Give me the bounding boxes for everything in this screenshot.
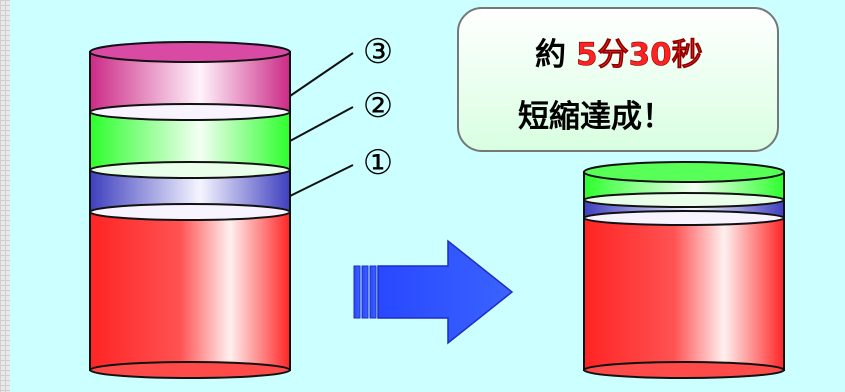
label-three: ③ — [363, 32, 393, 72]
callout-line1-highlight: 5分30秒 — [576, 37, 703, 73]
callout-line1-prefix: 約 — [535, 37, 566, 73]
left-green-section — [89, 111, 291, 179]
left-red-section — [89, 211, 291, 379]
left-pink-section — [89, 41, 291, 121]
time-reduction-callout: 約 5分30秒 短縮達成！ — [457, 7, 779, 152]
comparison-diagram: ③ ② ① 約 5分30秒 短縮達成！ — [89, 7, 785, 379]
leader-line-three — [289, 52, 354, 97]
callout-line2: 短縮達成！ — [518, 99, 673, 135]
leader-line-one — [289, 164, 354, 197]
left-cylinder — [89, 41, 291, 379]
right-arrow-icon — [353, 239, 514, 345]
leader-lines — [289, 52, 354, 197]
right-green-section — [583, 161, 785, 208]
leader-line-two — [289, 106, 354, 142]
label-two: ② — [363, 86, 393, 126]
left-edge-grid-strip — [0, 0, 10, 392]
right-cylinder — [583, 161, 785, 379]
label-one: ① — [363, 143, 393, 183]
right-red-section — [583, 217, 785, 379]
diagram-canvas: ③ ② ① 約 5分30秒 短縮達成！ — [10, 0, 845, 392]
